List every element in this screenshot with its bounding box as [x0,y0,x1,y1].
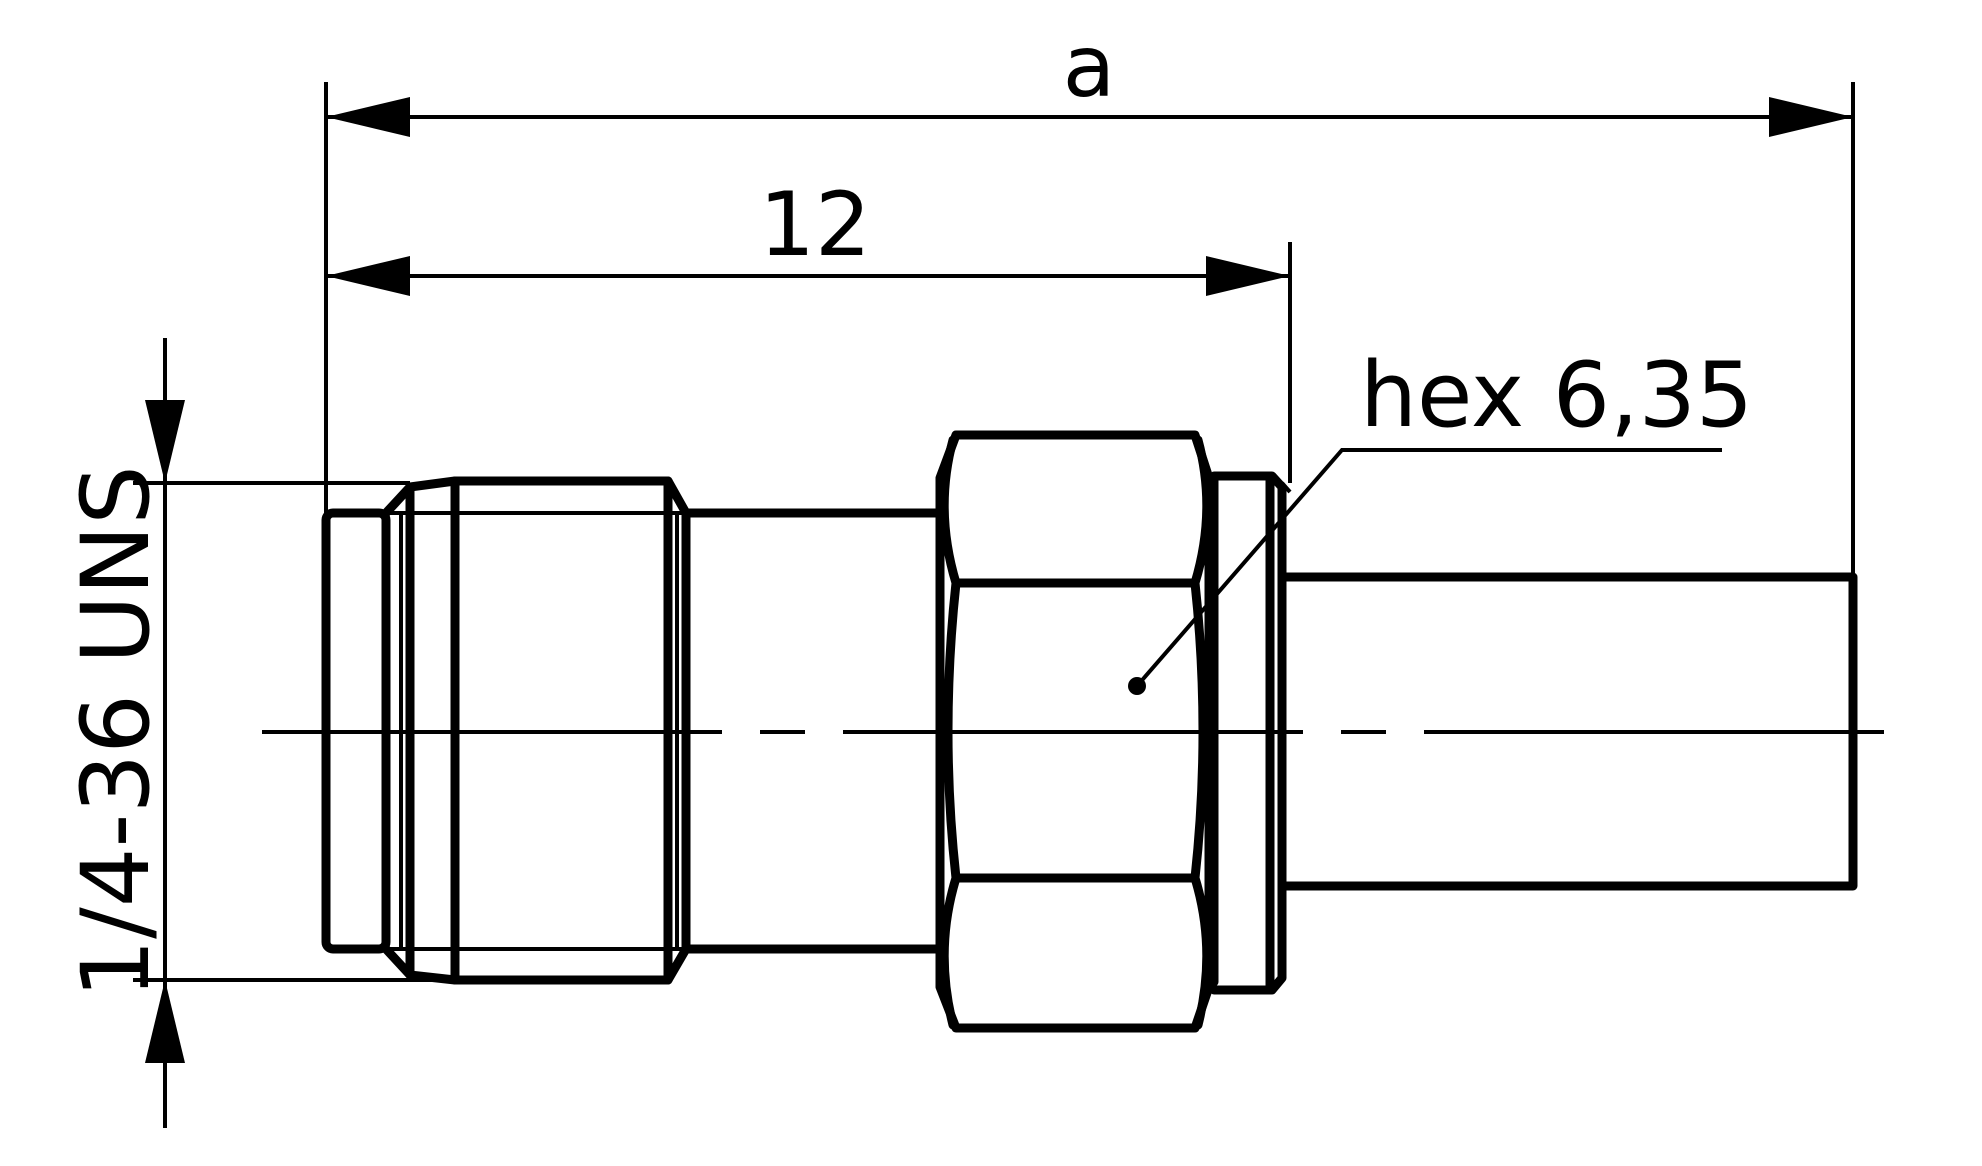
dimension-12 [326,242,1292,483]
dimension-thread [133,338,455,1128]
threaded-body [321,476,945,985]
rear-collar [1204,471,1287,995]
arrowhead [326,97,410,137]
rear-shaft [1277,481,1858,891]
hex-label: hex 6,35 [1360,343,1753,448]
arrowhead [145,400,185,483]
dimension-a [324,82,1855,577]
dimension-a-label: a [1063,17,1116,117]
dimension-12-label: 12 [759,173,871,276]
hex-leader [1128,448,1722,695]
arrowhead [145,980,185,1063]
thread-spec-label: 1/4-36 UNS [62,465,171,998]
arrowhead [1206,256,1290,296]
arrowhead [1769,97,1853,137]
arrowhead [326,256,410,296]
